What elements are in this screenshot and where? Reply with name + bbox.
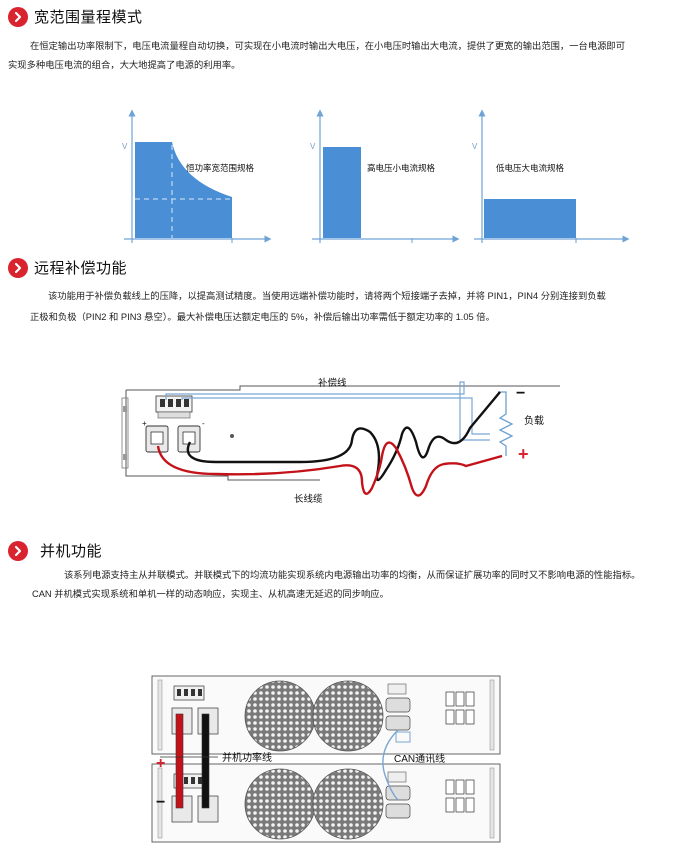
section-header-wide-range: 宽范围量程模式: [8, 6, 143, 27]
load-plus-sign: +: [518, 444, 529, 464]
voltage-current-curves: V 恒功率宽范围规格 V 高电压小电流规格 V 低电压大电流规格: [122, 109, 630, 243]
paragraph-line: 该功能用于补偿负载线上的压降，以提高测试精度。当使用远端补偿功能时，请将两个短接…: [48, 291, 606, 301]
paragraph-line: 实现多种电压电流的组合，大大地提高了电源的利用率。: [8, 60, 241, 70]
curve-caption: 高电压小电流规格: [367, 163, 436, 173]
curve-low-voltage: V 低电压大电流规格: [472, 109, 630, 243]
axis-label-v: V: [122, 142, 128, 151]
axis-label-v: V: [310, 142, 316, 151]
curve-high-voltage: V 高电压小电流规格: [310, 109, 460, 243]
long-cable-label: 长线缆: [294, 493, 323, 505]
chevron-right-icon: [8, 257, 28, 278]
can-line-label: CAN通讯线: [394, 752, 445, 765]
section-header-parallel: 并机功能: [8, 540, 102, 561]
parallel-power-bar-black: [201, 713, 210, 809]
load-minus-sign: −: [516, 385, 525, 402]
paragraph-line: 该系列电源支持主从并联模式。并联模式下的均流功能实现系统内电源输出功率的均衡，从…: [64, 570, 641, 580]
power-supply-unit-2: [151, 763, 501, 843]
section-title: 并机功能: [40, 543, 103, 560]
section-title: 远程补偿功能: [34, 260, 128, 277]
curve-caption: 恒功率宽范围规格: [186, 163, 255, 173]
sense-wire-label: 补偿线: [318, 377, 347, 389]
section-title: 宽范围量程模式: [34, 9, 143, 26]
plus-sign: +: [156, 755, 165, 772]
power-supply-unit-1: [151, 675, 501, 755]
paragraph-line: 在恒定输出功率限制下，电压电流量程自动切换，可实现在小电流时输出大电压，在小电压…: [30, 41, 626, 51]
remote-sense-diagram: + - 补偿线 负载 − + 长线缆: [121, 377, 560, 505]
section-header-remote-sense: 远程补偿功能: [8, 257, 127, 278]
terminal-minus-label: -: [202, 419, 205, 428]
parallel-units-diagram: 并机功率线 + − CAN通讯线: [151, 675, 501, 843]
chevron-right-icon: [8, 6, 28, 27]
power-supply-chassis: + -: [121, 385, 560, 481]
terminal-plus-label: +: [142, 419, 147, 428]
paragraph-line: CAN 并机模式实现系统和单机一样的动态响应，实现主、从机高速无延迟的同步响应。: [32, 589, 389, 599]
minus-sign: −: [156, 794, 165, 811]
parallel-power-bar-red: [175, 713, 184, 809]
power-line-label: 并机功率线: [222, 751, 272, 764]
axis-label-v: V: [472, 142, 478, 151]
paragraph-line: 正极和负极（PIN2 和 PIN3 悬空）。最大补偿电压达额定电压的 5%，补偿…: [30, 312, 495, 322]
curve-constant-power: V 恒功率宽范围规格: [122, 109, 272, 243]
curve-caption: 低电压大电流规格: [496, 163, 565, 173]
load-label: 负载: [524, 414, 544, 427]
chevron-right-icon: [8, 540, 28, 561]
